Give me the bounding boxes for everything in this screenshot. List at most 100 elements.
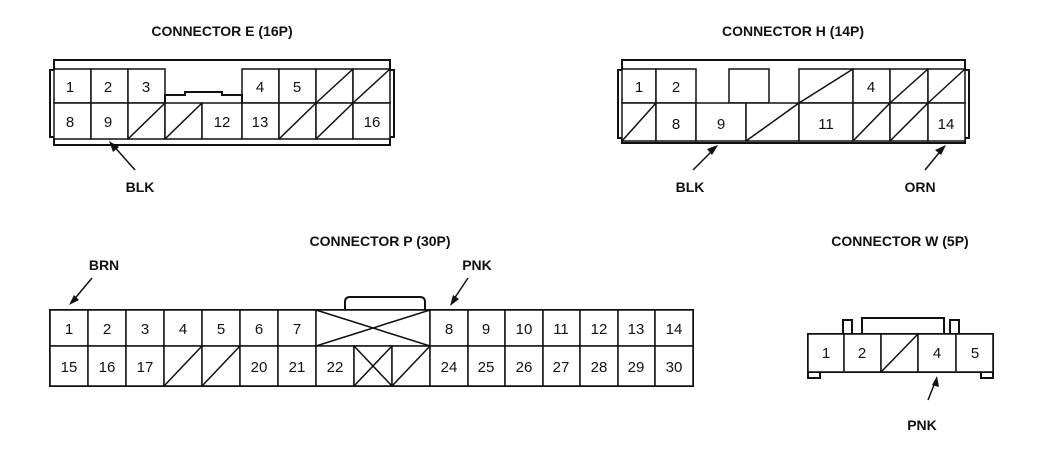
connector-h-pin-8-cell bbox=[655, 102, 697, 142]
connector-h: CONNECTOR H (14P) 1 2 4 8 9 11 14 bbox=[617, 23, 970, 195]
connector-e-pin-2-cell bbox=[90, 68, 129, 104]
connector-e-pin-9-cell bbox=[90, 102, 129, 140]
connector-p-pin-11: 11 bbox=[553, 321, 569, 338]
connector-p-empty-slash bbox=[201, 345, 241, 387]
connector-p-latch bbox=[344, 296, 426, 310]
connector-p-pin-9: 9 bbox=[482, 321, 490, 338]
connector-h-key-block bbox=[728, 68, 770, 104]
connector-p-arrowhead-pnk bbox=[450, 295, 459, 306]
connector-w-pin-4-cell bbox=[917, 333, 957, 373]
connector-p-pin-20: 20 bbox=[251, 359, 268, 376]
connector-h-pin-11-cell bbox=[798, 102, 854, 142]
connector-p-pin-20-cell bbox=[239, 345, 279, 387]
connector-e-pin-2: 2 bbox=[104, 79, 112, 96]
connector-e-pin-13: 13 bbox=[252, 114, 269, 131]
connector-p-pin-29-cell bbox=[617, 345, 656, 387]
connector-p-pin-10-cell bbox=[504, 309, 544, 347]
connector-e-pin-4: 4 bbox=[256, 79, 264, 96]
connector-w-pin-4: 4 bbox=[933, 345, 941, 362]
connector-e-pin-12: 12 bbox=[214, 114, 231, 131]
connector-h-pin-8: 8 bbox=[672, 116, 680, 133]
connector-h-wire-label-orn: ORN bbox=[904, 179, 935, 195]
connector-e-pin-16-cell bbox=[352, 102, 391, 140]
connector-e-pin-1: 1 bbox=[66, 79, 74, 96]
connector-h-arrowhead-blk bbox=[707, 145, 718, 155]
connector-p-pin-5: 5 bbox=[217, 321, 225, 338]
connector-p-pin-14: 14 bbox=[666, 321, 683, 338]
connector-e-empty-slash bbox=[315, 102, 354, 140]
connector-e-pin-9: 9 bbox=[104, 114, 112, 131]
connector-p-wire-label-pnk: PNK bbox=[462, 257, 492, 273]
connector-e-empty-slash bbox=[164, 102, 203, 140]
connector-w-wire-label: PNK bbox=[907, 417, 937, 433]
connector-p-pin-4: 4 bbox=[179, 321, 187, 338]
connector-w-pin-2-cell bbox=[843, 333, 882, 373]
connector-p-pin-17: 17 bbox=[137, 359, 154, 376]
connector-e-empty-slash bbox=[315, 68, 354, 104]
connector-p-title: CONNECTOR P (30P) bbox=[309, 233, 450, 249]
connector-e-pin-3: 3 bbox=[142, 79, 150, 96]
connector-p-pin-16: 16 bbox=[99, 359, 116, 376]
connector-w-latch bbox=[861, 317, 945, 334]
connector-w-pin-1: 1 bbox=[822, 345, 830, 362]
connector-w-pin-5-cell bbox=[955, 333, 994, 373]
connector-p-pin-5-cell bbox=[201, 309, 241, 347]
connector-w-title: CONNECTOR W (5P) bbox=[831, 233, 968, 249]
connector-h-pin-4: 4 bbox=[867, 79, 875, 96]
connector-e-title: CONNECTOR E (16P) bbox=[151, 23, 292, 39]
connector-h-empty-slash bbox=[852, 102, 891, 142]
connector-e-arrowhead bbox=[109, 141, 119, 152]
connector-p-pin-15: 15 bbox=[61, 359, 78, 376]
connector-p-pin-27: 27 bbox=[553, 359, 570, 376]
connector-p-pin-24-cell bbox=[429, 345, 469, 387]
connector-p-arrowhead-brn bbox=[69, 295, 79, 305]
connector-p-empty-slash bbox=[391, 345, 431, 387]
connector-w-right-foot bbox=[980, 372, 994, 379]
connector-p-pin-7-cell bbox=[277, 309, 317, 347]
connector-w-empty-slash bbox=[880, 333, 919, 373]
connector-h-pin-2: 2 bbox=[672, 79, 680, 96]
connector-p-pin-12: 12 bbox=[591, 321, 608, 338]
connector-p-pin-2: 2 bbox=[103, 321, 111, 338]
connector-h-wire-label-blk: BLK bbox=[676, 179, 705, 195]
connector-h-empty-slash bbox=[745, 102, 800, 142]
connector-p-pin-29: 29 bbox=[628, 359, 645, 376]
connector-p-pin-14-cell bbox=[654, 309, 694, 347]
connector-h-pin-9-cell bbox=[695, 102, 747, 142]
connector-w-left-foot bbox=[807, 372, 821, 379]
connector-h-pin-11: 11 bbox=[818, 116, 834, 133]
connector-p-pin-8: 8 bbox=[445, 321, 453, 338]
connector-e-empty-slash bbox=[278, 102, 317, 140]
connector-p-pin-6: 6 bbox=[255, 321, 263, 338]
connector-w-right-tab bbox=[949, 319, 960, 334]
connector-p-pin-26: 26 bbox=[516, 359, 533, 376]
connector-p-pin-27-cell bbox=[542, 345, 581, 387]
connector-e-wire-label: BLK bbox=[126, 179, 155, 195]
connector-p-pin-12-cell bbox=[579, 309, 619, 347]
connector-p-pin-25: 25 bbox=[478, 359, 495, 376]
connector-w-left-tab bbox=[842, 319, 853, 334]
connector-p-pin-24: 24 bbox=[441, 359, 458, 376]
connector-p-pin-28: 28 bbox=[591, 359, 608, 376]
connector-h-empty-slash bbox=[927, 68, 966, 104]
connector-h-empty-slash bbox=[889, 102, 929, 142]
connector-p-pin-13: 13 bbox=[628, 321, 645, 338]
connector-p-pin-22: 22 bbox=[327, 359, 344, 376]
connector-p-plug-cross bbox=[353, 345, 393, 387]
connector-h-empty-slash bbox=[889, 68, 929, 104]
connector-e-empty-slash bbox=[127, 102, 166, 140]
connector-w-pin-1-cell bbox=[807, 333, 845, 373]
connector-p-wire-label-brn: BRN bbox=[89, 257, 119, 273]
connector-h-arrowhead-orn bbox=[935, 145, 946, 155]
connector-w-pin-5: 5 bbox=[971, 345, 979, 362]
connector-e-pin-8: 8 bbox=[66, 114, 74, 131]
connector-h-pin-1: 1 bbox=[635, 79, 643, 96]
connector-p-pin-30: 30 bbox=[666, 359, 683, 376]
connector-w: CONNECTOR W (5P) 1 2 4 5 PNK bbox=[807, 233, 994, 433]
connector-p-empty-slash bbox=[163, 345, 203, 387]
connector-p-pin-30-cell bbox=[654, 345, 694, 387]
connector-p-pin-3: 3 bbox=[141, 321, 149, 338]
connector-p-key-cross bbox=[315, 309, 431, 347]
